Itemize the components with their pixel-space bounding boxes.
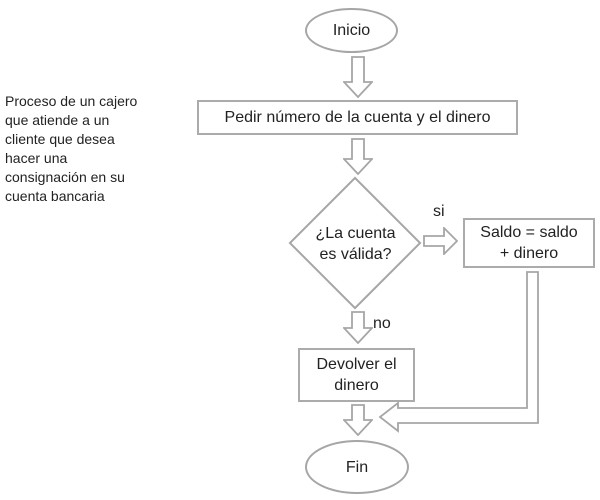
update-balance-process-box: Saldo = saldo + dinero: [463, 218, 595, 268]
arrow-down-request-to-decision-icon: [343, 138, 373, 175]
yes-branch-label: si: [433, 203, 445, 220]
arrow-down-decision-to-return-icon: [343, 311, 373, 344]
start-terminator: Inicio: [305, 8, 398, 53]
no-branch-label: no: [373, 315, 391, 332]
arrow-down-return-to-end-icon: [343, 404, 373, 436]
arrow-elbow-deposit-to-end-icon: [378, 271, 539, 433]
account-valid-decision: ¿La cuenta es válida?: [288, 176, 423, 311]
decision-label: ¿La cuenta es válida?: [315, 225, 396, 263]
end-terminator: Fin: [305, 440, 409, 494]
return-money-process-box: Devolver el dinero: [298, 348, 415, 402]
process-description-note: Proceso de un cajero que atiende a un cl…: [5, 93, 138, 204]
arrow-right-decision-to-deposit-icon: [423, 227, 458, 255]
arrow-down-start-to-request-icon: [343, 56, 373, 98]
request-account-process-box: Pedir número de la cuenta y el dinero: [197, 100, 518, 135]
